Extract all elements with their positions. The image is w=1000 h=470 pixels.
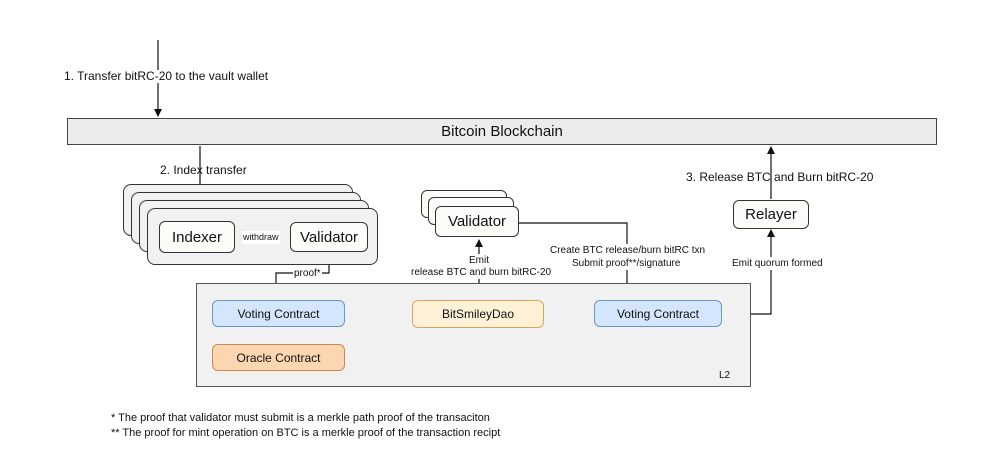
emit-label-line1: Emit — [468, 254, 490, 267]
emit-label-line2: release BTC and burn bitRC-20 — [410, 266, 553, 279]
bitsmiley-dao: BitSmileyDao — [412, 300, 544, 328]
validator-inner-label: Validator — [299, 228, 359, 246]
quorum-label: Emit quorum formed — [731, 257, 824, 270]
arrow-create-txn — [519, 222, 631, 299]
bitsmiley-dao-label: BitSmileyDao — [441, 307, 515, 321]
voting-contract-left: Voting Contract — [212, 300, 345, 327]
relayer-label: Relayer — [745, 206, 797, 223]
step-transfer-label: 1. Transfer bitRC-20 to the vault wallet — [63, 69, 270, 83]
withdraw-label: withdraw — [242, 231, 280, 244]
oracle-contract: Oracle Contract — [212, 344, 345, 371]
bitcoin-blockchain-label: Bitcoin Blockchain — [441, 123, 563, 140]
validator-node-inner: Validator — [290, 222, 368, 252]
voting-contract-right-label: Voting Contract — [616, 306, 700, 321]
create-txn-label-line2: Submit proof**/signature — [571, 257, 682, 270]
step-release-label: 3. Release BTC and Burn bitRC-20 — [686, 170, 874, 184]
relayer-node: Relayer — [733, 200, 809, 229]
l2-label: L2 — [719, 370, 731, 381]
bitcoin-blockchain-bar: Bitcoin Blockchain — [67, 118, 937, 145]
proof-label: proof* — [293, 267, 322, 280]
footnote-2: ** The proof for mint operation on BTC i… — [111, 427, 501, 439]
validator-top-label: Validator — [447, 213, 507, 230]
oracle-contract-label: Oracle Contract — [236, 350, 321, 365]
l2-region — [196, 283, 751, 387]
indexer-label: Indexer — [171, 228, 223, 246]
create-txn-label-line1: Create BTC release/burn bitRC txn — [549, 244, 707, 257]
voting-contract-right: Voting Contract — [594, 300, 722, 327]
footnote-1: * The proof that validator must submit i… — [111, 412, 490, 424]
validator-node-top: Validator — [435, 206, 519, 237]
voting-contract-left-label: Voting Contract — [237, 306, 320, 321]
indexer-node: Indexer — [159, 221, 235, 253]
step-index-label: 2. Index transfer — [160, 163, 247, 177]
